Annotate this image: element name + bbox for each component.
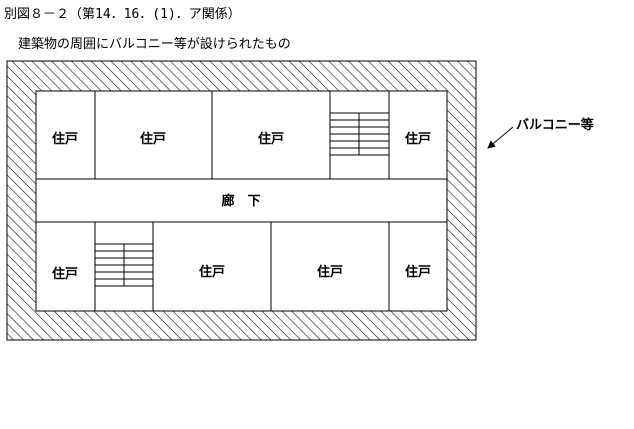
stair-bottom-treads (95, 243, 153, 287)
corridor-label: 廊 下 (221, 193, 260, 209)
balcony-callout-arrow (487, 126, 514, 149)
stair-top-treads (330, 112, 389, 156)
room-label: 住戸 (52, 266, 78, 282)
room-label: 住戸 (317, 264, 343, 280)
figure-title: 別図８－２（第14．16．(1)．ア関係） (4, 7, 241, 22)
room-label: 住戸 (140, 131, 166, 147)
room-label: 住戸 (258, 131, 284, 147)
room-label: 住戸 (52, 131, 78, 147)
room-label: 住戸 (405, 131, 431, 147)
room-label: 住戸 (405, 264, 431, 280)
room-bottom-5 (388, 221, 448, 312)
balcony-callout-label: バルコニー等 (516, 117, 594, 133)
room-label: 住戸 (199, 264, 225, 280)
figure-subtitle: 建築物の周囲にバルコニー等が設けられたもの (18, 37, 291, 52)
